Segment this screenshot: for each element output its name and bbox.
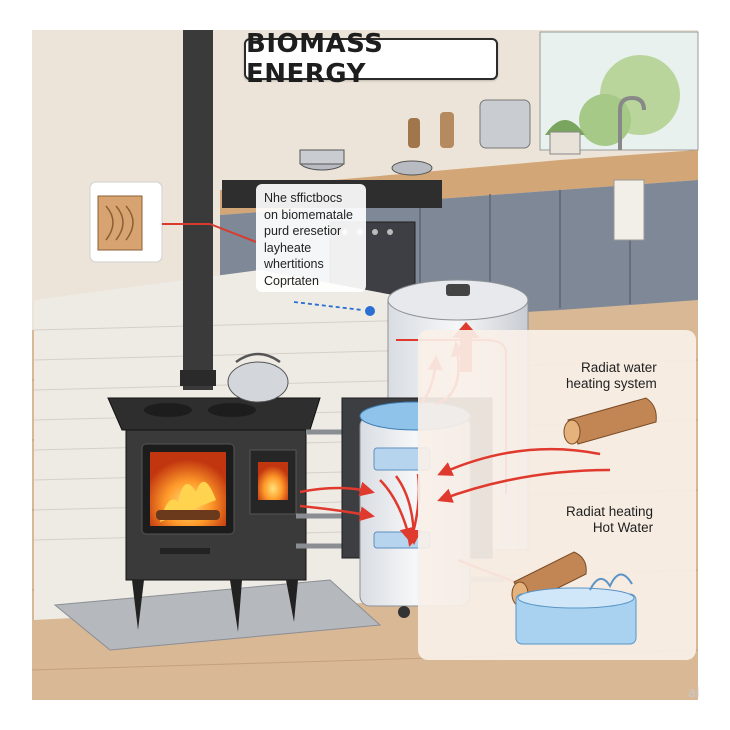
note-box: Nhe sffictbocs on biomematale purd erese… bbox=[256, 184, 366, 292]
watermark: ai bbox=[688, 686, 700, 701]
wood-grain-icon bbox=[97, 195, 143, 251]
kettle-icon bbox=[227, 361, 289, 403]
blue-callout-line bbox=[293, 301, 363, 311]
faucet-icon bbox=[618, 95, 646, 150]
plant-icon bbox=[545, 120, 585, 135]
wheel bbox=[398, 606, 410, 618]
label-water-heating-system: Radiat water heating system bbox=[566, 360, 657, 392]
stove-leg bbox=[132, 580, 144, 630]
bottle-icon bbox=[408, 118, 420, 148]
note-line: whertitions bbox=[264, 257, 324, 271]
tank-cap bbox=[446, 284, 470, 296]
note-line: Coprtaten bbox=[264, 273, 319, 288]
blue-marker bbox=[365, 306, 375, 316]
label-line: Radiat water bbox=[581, 360, 657, 375]
note-line: on biomematale bbox=[264, 207, 353, 222]
chimney-pipe bbox=[183, 30, 213, 390]
note-line: Nhe sffictbocs bbox=[264, 191, 343, 205]
diagram-title: BIOMASS ENERGY bbox=[244, 29, 498, 89]
rice-cooker bbox=[479, 99, 531, 149]
label-line: heating system bbox=[566, 376, 657, 391]
note-line: layheate bbox=[264, 240, 312, 255]
label-line: Hot Water bbox=[592, 520, 654, 535]
burning-log bbox=[156, 510, 220, 520]
pan-icon bbox=[391, 160, 433, 176]
towel bbox=[613, 179, 645, 241]
note-line: purd eresetior bbox=[264, 224, 342, 238]
label-hot-water: Radiat heating Hot Water bbox=[566, 504, 653, 536]
label-line: Radiat heating bbox=[566, 504, 654, 519]
